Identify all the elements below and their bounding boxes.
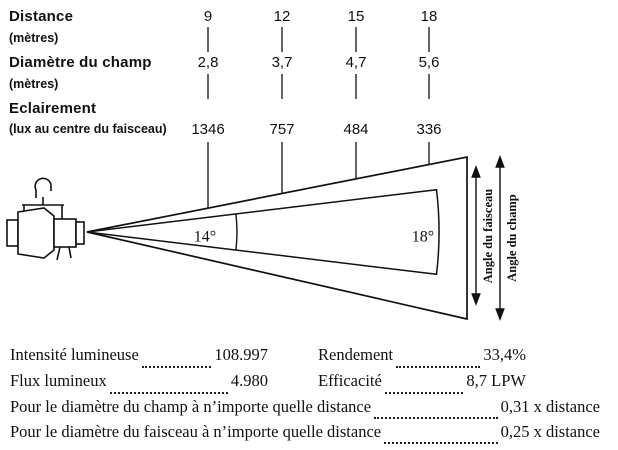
beam-cone-outline <box>86 188 440 276</box>
distance-value: 9 <box>203 8 213 25</box>
distance-value: 15 <box>347 8 365 25</box>
eclairement-value: 757 <box>269 121 295 138</box>
dot-leader <box>384 442 498 444</box>
beam-axis-label: Angle du faisceau <box>481 189 495 284</box>
diametre-value: 2,8 <box>197 54 219 71</box>
field-axis-label: Angle du champ <box>505 194 519 282</box>
formula-label: Pour le diamètre du champ à n’importe qu… <box>10 397 372 416</box>
distance-label: Distance <box>9 8 74 25</box>
field-angle-extent-arrow <box>495 155 505 321</box>
stat-value: 8,7 LPW <box>466 371 526 390</box>
beam-angle-extent-arrow <box>471 165 481 306</box>
eclairement-label: Eclairement <box>9 100 97 117</box>
field-angle-value: 18° <box>412 229 434 246</box>
clamp-icon <box>34 177 52 198</box>
diametre-value: 3,7 <box>271 54 293 71</box>
diameter-formulas: Pour le diamètre du champ à n’importe qu… <box>10 397 600 448</box>
dot-leader <box>384 392 464 394</box>
stat-value: 4.980 <box>230 371 268 390</box>
beam-angle-value: 14° <box>194 229 216 246</box>
distance-value: 18 <box>420 8 438 25</box>
eclairement-value: 336 <box>416 121 442 138</box>
distance-value: 12 <box>273 8 291 25</box>
eclairement-value: 1346 <box>191 121 225 138</box>
stat-flux: Flux lumineux 4.980 <box>10 371 268 398</box>
dot-leader <box>141 366 212 368</box>
diametre-unit: (mètres) <box>9 77 59 91</box>
stat-label: Flux lumineux <box>10 371 107 390</box>
stat-efficacite: Efficacité 8,7 LPW <box>318 371 526 398</box>
stat-value: 33,4% <box>483 345 526 364</box>
stat-label: Rendement <box>318 345 394 364</box>
distance-unit: (mètres) <box>9 31 59 45</box>
stats-left-column: Intensité lumineuse 108.997 Flux lumineu… <box>10 345 268 398</box>
formula-value: 0,25 x distance <box>500 422 600 441</box>
stat-rendement: Rendement 33,4% <box>318 345 526 372</box>
stat-label: Efficacité <box>318 371 382 390</box>
dot-leader <box>396 366 481 368</box>
stats-right-column: Rendement 33,4% Efficacité 8,7 LPW <box>318 345 526 398</box>
stat-label: Intensité lumineuse <box>10 345 139 364</box>
eclairement-value: 484 <box>343 121 369 138</box>
dot-leader <box>109 392 228 394</box>
diametre-value: 5,6 <box>418 54 440 71</box>
stat-intensite: Intensité lumineuse 108.997 <box>10 345 268 372</box>
diametre-label: Diamètre du champ <box>9 54 152 71</box>
formula-champ: Pour le diamètre du champ à n’importe qu… <box>10 397 600 423</box>
formula-faisceau: Pour le diamètre du faisceau à n’importe… <box>10 422 600 448</box>
field-cone-outline <box>86 155 468 321</box>
dot-leader <box>374 417 498 419</box>
spotlight-fixture <box>6 177 85 261</box>
beam-angle-arc <box>235 213 238 251</box>
stat-value: 108.997 <box>214 345 268 364</box>
formula-label: Pour le diamètre du faisceau à n’importe… <box>10 422 382 441</box>
eclairement-unit: (lux au centre du faisceau) <box>9 122 167 136</box>
formula-value: 0,31 x distance <box>500 397 600 416</box>
diametre-value: 4,7 <box>345 54 367 71</box>
